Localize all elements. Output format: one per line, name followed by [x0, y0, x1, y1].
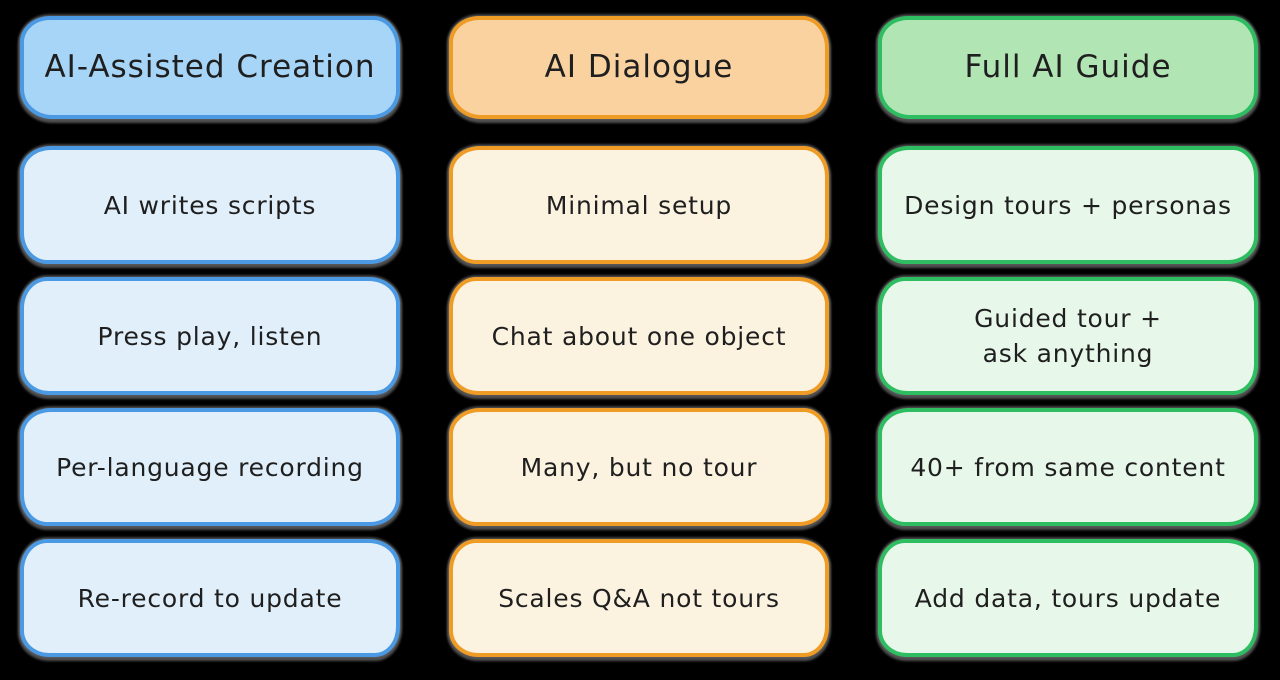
feature-card: Design tours + personas — [878, 146, 1258, 264]
feature-text: Chat about one object — [491, 321, 787, 351]
feature-text: Many, but no tour — [520, 452, 758, 482]
feature-card: Per-language recording — [20, 408, 400, 526]
feature-text: Add data, tours update — [914, 583, 1222, 613]
feature-text: Guided tour + ask anything — [974, 304, 1162, 368]
feature-text: Per-language recording — [56, 452, 364, 482]
column-header-card: AI Dialogue — [449, 16, 829, 119]
feature-card: Press play, listen — [20, 277, 400, 395]
feature-card: Re-record to update — [20, 539, 400, 657]
column-title: Full AI Guide — [964, 49, 1172, 86]
feature-text: AI writes scripts — [103, 190, 317, 220]
feature-text: Press play, listen — [97, 321, 323, 351]
feature-text: Design tours + personas — [904, 190, 1232, 220]
feature-text: Scales Q&A not tours — [498, 583, 780, 613]
feature-card: AI writes scripts — [20, 146, 400, 264]
feature-card: 40+ from same content — [878, 408, 1258, 526]
column-title: AI Dialogue — [544, 49, 734, 86]
column-ai-dialogue: AI Dialogue Minimal setup Chat about one… — [449, 16, 829, 680]
feature-card: Guided tour + ask anything — [878, 277, 1258, 395]
feature-text: Minimal setup — [545, 190, 733, 220]
column-header-card: Full AI Guide — [878, 16, 1258, 119]
feature-card: Many, but no tour — [449, 408, 829, 526]
column-full-ai-guide: Full AI Guide Design tours + personas Gu… — [878, 16, 1258, 680]
feature-card: Add data, tours update — [878, 539, 1258, 657]
feature-card: Chat about one object — [449, 277, 829, 395]
column-title: AI-Assisted Creation — [44, 49, 376, 86]
feature-card: Scales Q&A not tours — [449, 539, 829, 657]
column-header-card: AI-Assisted Creation — [20, 16, 400, 119]
feature-text: Re-record to update — [77, 583, 343, 613]
feature-text: 40+ from same content — [910, 452, 1226, 482]
feature-card: Minimal setup — [449, 146, 829, 264]
column-ai-assisted-creation: AI-Assisted Creation AI writes scripts P… — [20, 16, 400, 680]
